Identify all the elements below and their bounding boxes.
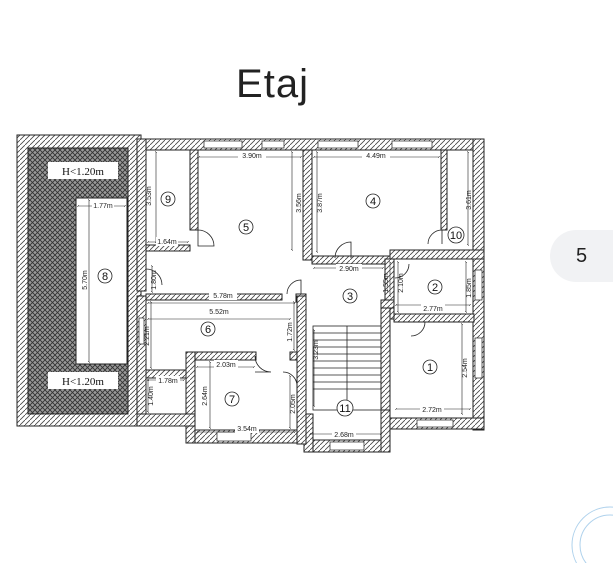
staircase — [312, 325, 382, 411]
room-number: 2 — [432, 282, 438, 294]
windows — [138, 140, 483, 451]
doors — [145, 229, 443, 387]
room-number: 8 — [102, 271, 108, 283]
dim-r9-width: 1.64m — [157, 239, 177, 246]
room-number: 9 — [165, 194, 171, 206]
dim-r6-right-height: 1.72m — [287, 322, 294, 342]
terrace-height-label-bottom: H<1.20m — [62, 376, 104, 388]
dimension-labels: 3.90m 4.49m 3.56m 3.87m 3.61m 3.53m 1.64… — [82, 151, 473, 439]
room-number: 1 — [427, 362, 433, 374]
dim-r7-width: 3.54m — [237, 426, 257, 433]
stamp-watermark — [571, 506, 613, 563]
dim-r1-width: 2.72m — [422, 407, 442, 414]
door-swing — [145, 268, 163, 286]
dim-r8-height: 5.70m — [82, 270, 89, 290]
dim-stair-height: 3.23m — [313, 340, 320, 360]
dim-r5-width: 3.90m — [242, 153, 262, 160]
dim-r3-h2: 2.10m — [398, 273, 405, 293]
dim-r7-top: 2.03m — [216, 362, 236, 369]
dim-r6-height: 2.21m — [144, 326, 151, 346]
page-title: Etaj — [236, 62, 309, 106]
terrace-height-label-top: H<1.20m — [62, 166, 104, 178]
page-indicator[interactable]: 5 — [550, 230, 613, 282]
dim-r2-width: 2.77m — [423, 306, 443, 313]
terrace-label-bg-top — [48, 162, 118, 179]
dim-r7-h2: 2.05m — [290, 394, 297, 414]
room-number: 5 — [243, 222, 249, 234]
door-swing — [286, 279, 302, 295]
terrace: H<1.20m H<1.20m — [16, 134, 142, 427]
door-swing — [254, 355, 272, 373]
dim-hall-width: 5.78m — [213, 293, 233, 300]
inner-walls — [145, 149, 485, 445]
dim-r9-height: 3.53m — [146, 186, 153, 206]
door-swing — [410, 321, 426, 337]
page-number: 5 — [575, 245, 588, 267]
room-number: 4 — [370, 196, 376, 208]
door-swing — [334, 241, 352, 259]
door-swing — [282, 371, 298, 387]
door-swing — [427, 229, 443, 245]
dim-r7-left-h: 1.40m — [148, 386, 155, 406]
dim-r4-height: 3.87m — [317, 193, 324, 213]
room-number: 10 — [450, 230, 462, 242]
dim-r3-h1: 1.55m — [383, 273, 390, 293]
room-number: 3 — [347, 291, 353, 303]
terrace-label-bg-bottom — [48, 372, 118, 389]
room-markers: 1 2 3 4 5 6 7 8 9 10 11 — [97, 191, 465, 417]
dim-r7-left-small: 1.78m — [158, 378, 178, 385]
dim-r2-height: 1.85m — [466, 278, 473, 298]
dim-r5-height: 3.56m — [296, 193, 303, 213]
door-swing — [197, 229, 215, 247]
dim-r1-height: 2.54m — [462, 358, 469, 378]
room-number: 6 — [205, 324, 211, 336]
room-number: 7 — [229, 394, 235, 406]
dim-stair-width: 2.68m — [334, 432, 354, 439]
dim-r6-width: 5.52m — [209, 309, 229, 316]
room-number: 11 — [339, 403, 350, 415]
dim-r10-height: 3.61m — [466, 190, 473, 210]
dim-r8-width: 1.77m — [93, 203, 113, 210]
dim-r7-h1: 2.64m — [202, 386, 209, 406]
dim-r3-width: 2.90m — [339, 266, 359, 273]
dimension-lines — [76, 150, 472, 436]
dim-r4-width: 4.49m — [366, 153, 386, 160]
dim-r8-door: 1.80m — [151, 270, 158, 290]
